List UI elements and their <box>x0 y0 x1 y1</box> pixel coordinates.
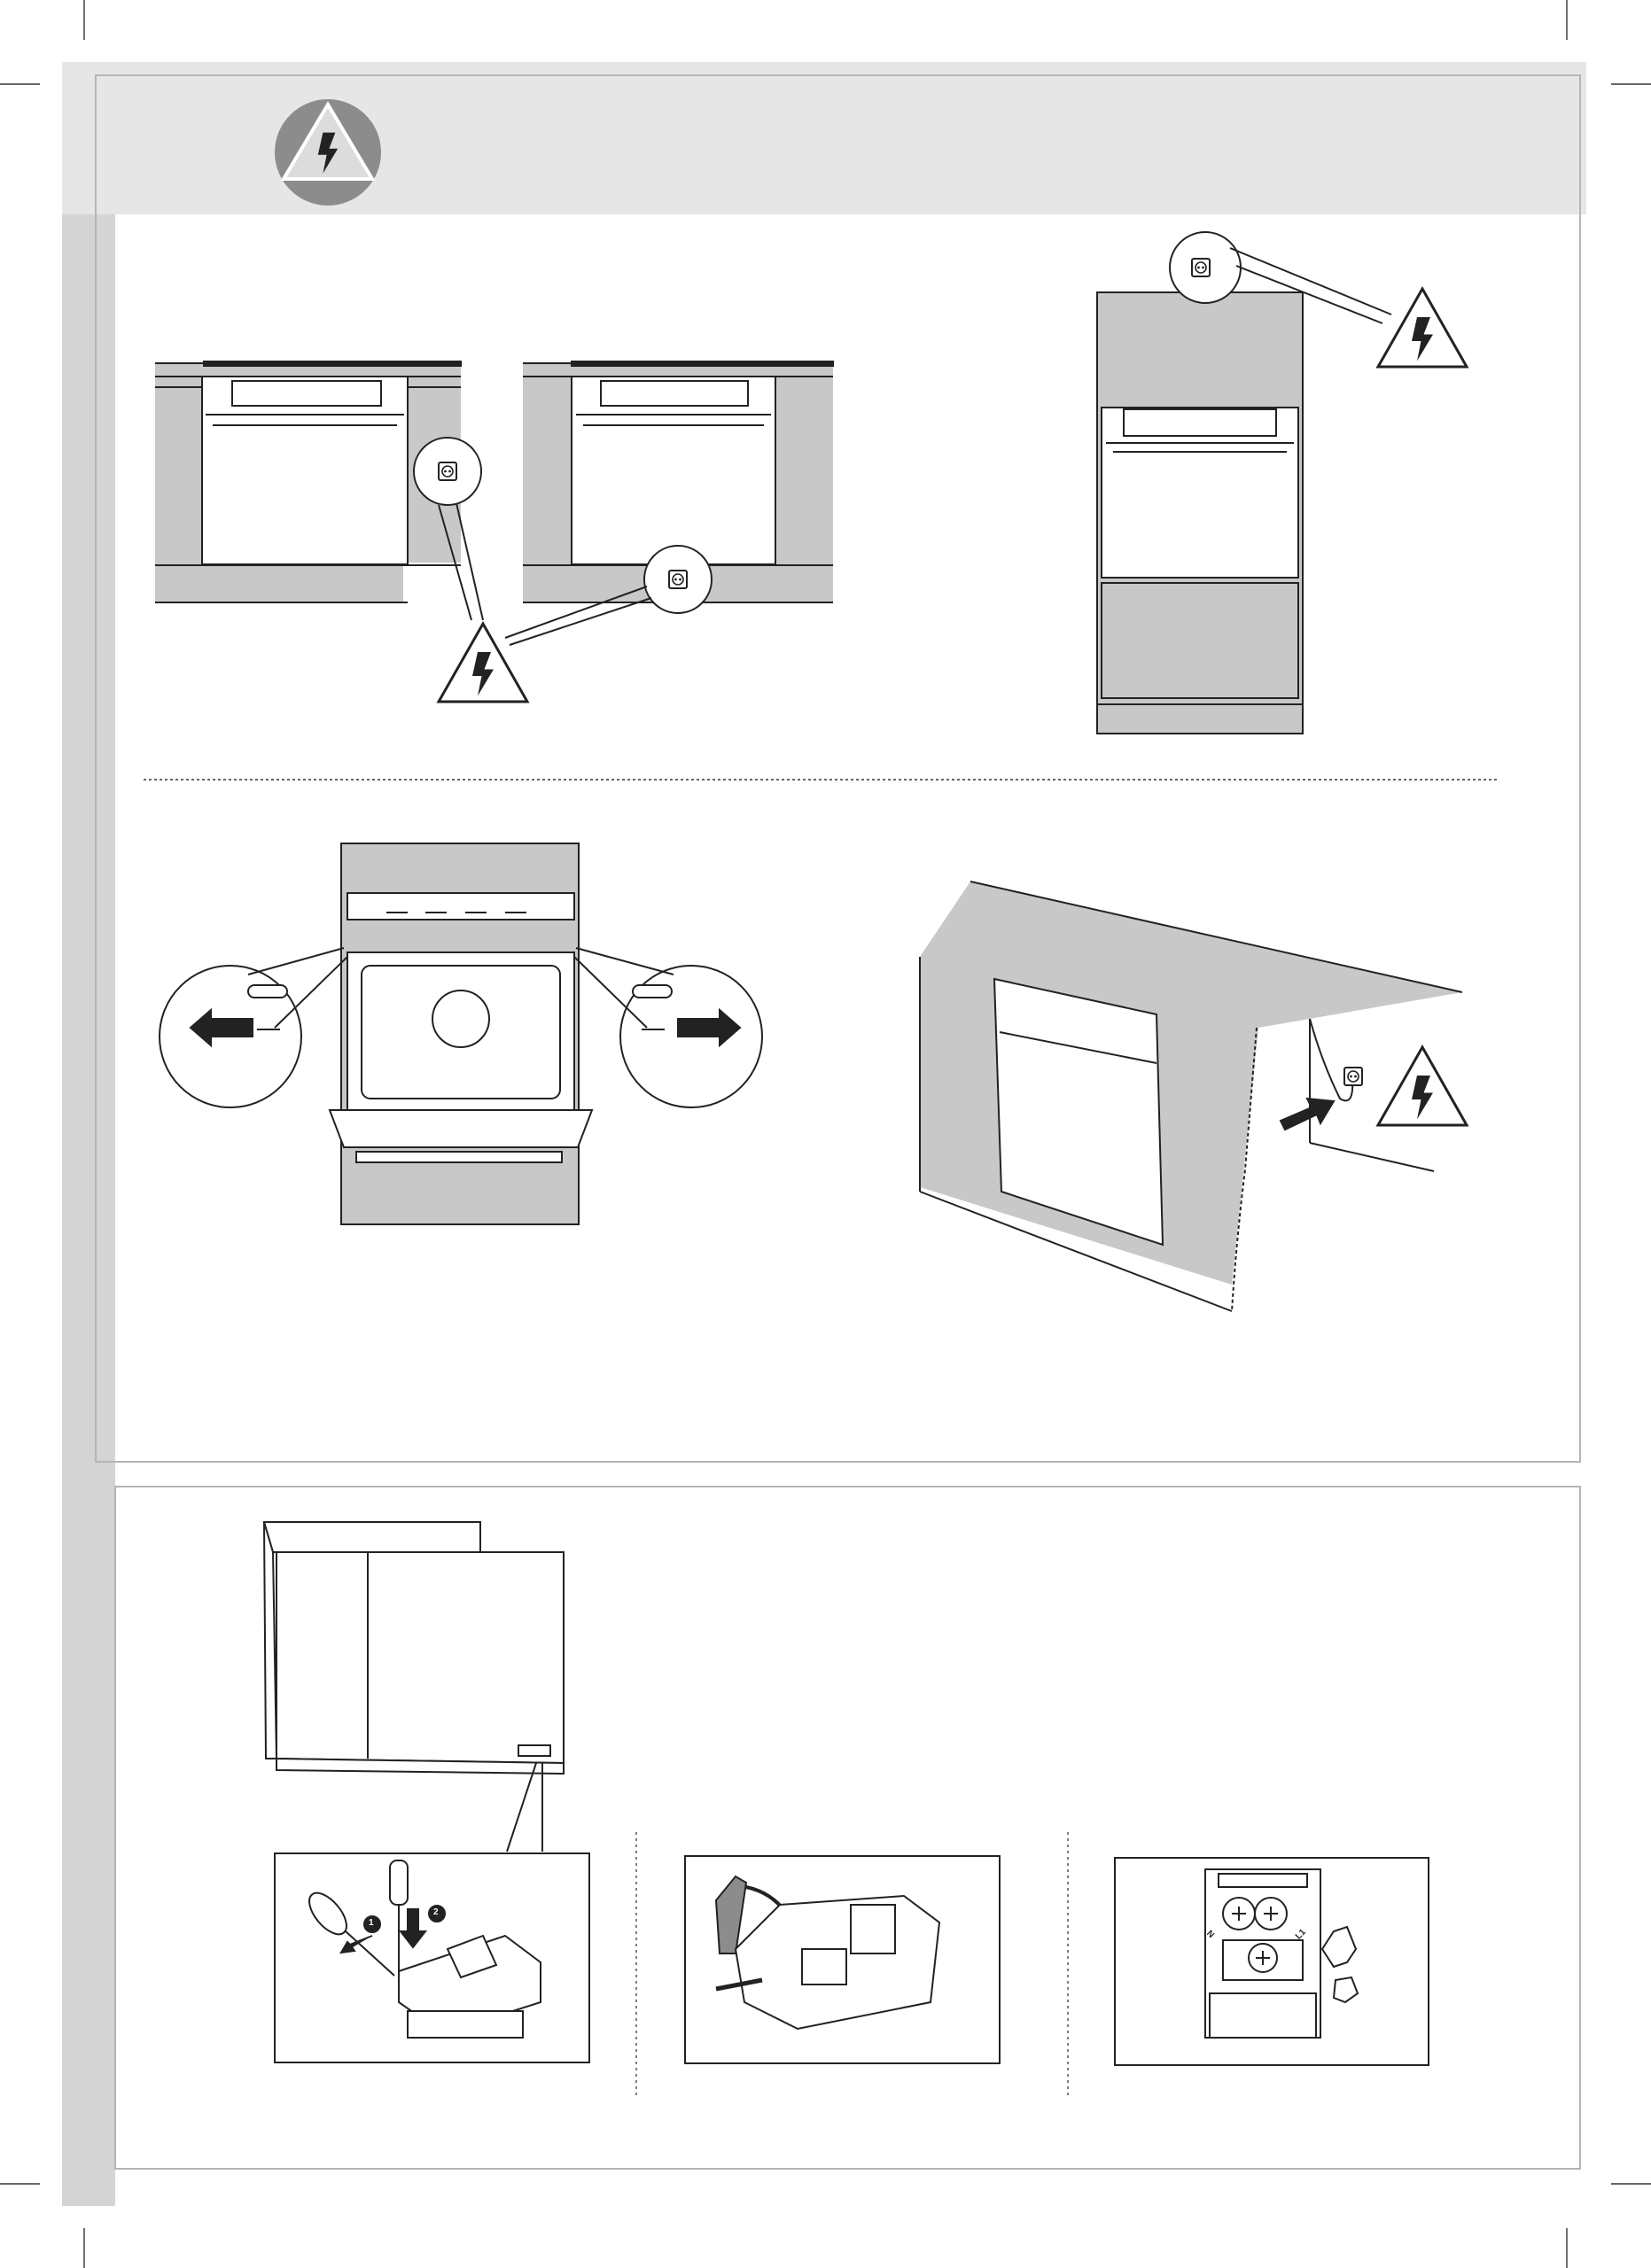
lower-frame <box>114 1486 1581 2170</box>
step-marker-1: 1 <box>369 1918 374 1928</box>
warning-triangle-3 <box>1378 1047 1467 1125</box>
detail-box-lever <box>684 1855 1001 2064</box>
upper-frame <box>95 74 1581 1463</box>
plus-screws <box>1232 1907 1278 1965</box>
screw-callout-right <box>573 947 763 1108</box>
socket-callout-1 <box>413 437 484 621</box>
step-marker-2: 2 <box>433 1907 439 1917</box>
figure-oven-tall-column <box>1096 291 1304 734</box>
figure-oven-door-open <box>328 843 594 1225</box>
warning-triangle-2 <box>1378 289 1467 367</box>
socket-callout-3 <box>1169 231 1392 324</box>
header-warning-icon <box>275 99 381 206</box>
figure-oven-rear-view <box>262 1521 565 1852</box>
figure-oven-wall-socket <box>919 881 1463 1312</box>
left-margin-strip <box>62 62 115 2206</box>
socket-callout-2 <box>504 545 713 646</box>
socket-icon-wall <box>1343 1067 1363 1086</box>
figure-oven-under-counter-1 <box>155 361 462 603</box>
screw-callout-left <box>159 947 348 1108</box>
detail-box-screwdriver <box>274 1852 590 2063</box>
detail-box-terminal-block <box>1114 1857 1429 2066</box>
figure-oven-under-counter-2 <box>523 361 834 603</box>
